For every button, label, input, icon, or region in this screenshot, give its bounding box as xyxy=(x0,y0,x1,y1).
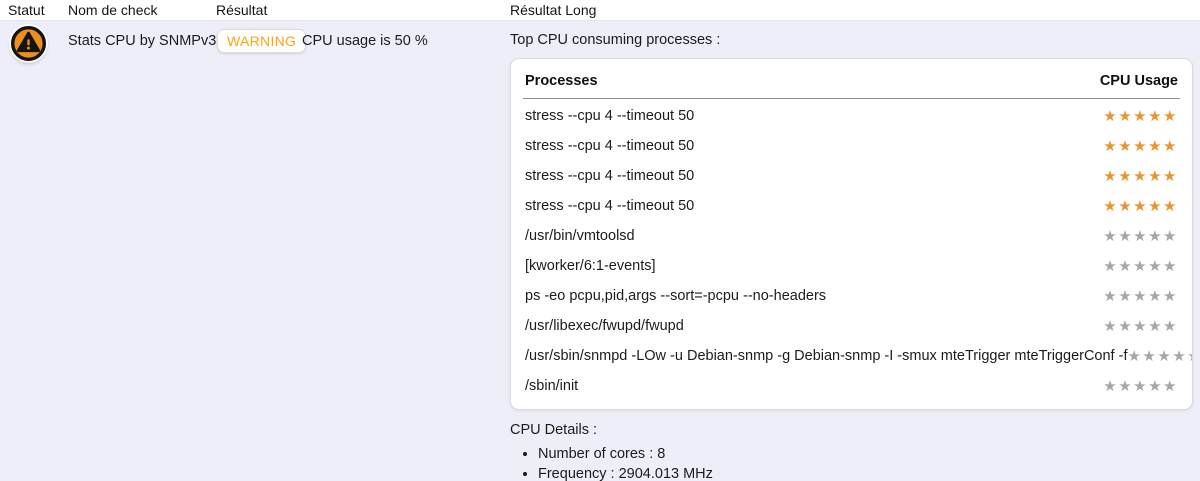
warning-status-icon xyxy=(11,26,46,61)
table-row: stress --cpu 4 --timeout 50 ★★★★★ xyxy=(511,131,1192,161)
check-result-text: CPU usage is 50 % xyxy=(302,33,428,49)
process-name: /usr/sbin/snmpd -LOw -u Debian-snmp -g D… xyxy=(525,348,1128,364)
cpu-details-title: CPU Details : xyxy=(510,422,598,438)
table-row: /usr/bin/vmtoolsd ★★★★★ xyxy=(511,221,1192,251)
process-table-card: Processes CPU Usage stress --cpu 4 --tim… xyxy=(510,58,1193,410)
cpu-usage-stars: ★★★★★ xyxy=(1103,318,1178,335)
cpu-details-frequency: Frequency : 2904.013 MHz xyxy=(538,464,1193,481)
cpu-usage-stars: ★★★★★ xyxy=(1103,288,1178,305)
cpu-usage-stars: ★★★★★ xyxy=(1103,198,1178,215)
cpu-details-list: Number of cores : 8 Frequency : 2904.013… xyxy=(510,444,1193,481)
process-name: stress --cpu 4 --timeout 50 xyxy=(525,168,695,184)
column-header-resultat-long: Résultat Long xyxy=(510,2,597,18)
process-name: stress --cpu 4 --timeout 50 xyxy=(525,138,695,154)
process-name: /sbin/init xyxy=(525,378,579,394)
cpu-usage-stars: ★★★★★ xyxy=(1127,348,1192,365)
table-row: /usr/sbin/snmpd -LOw -u Debian-snmp -g D… xyxy=(511,341,1192,371)
process-name: stress --cpu 4 --timeout 50 xyxy=(525,198,695,214)
check-name[interactable]: Stats CPU by SNMPv3 xyxy=(68,33,217,49)
status-badge: WARNING xyxy=(217,29,307,53)
cpu-details-section: CPU Details : Number of cores : 8 Freque… xyxy=(510,422,1193,481)
table-row: /sbin/init ★★★★★ xyxy=(511,371,1192,401)
cpu-usage-column-header: CPU Usage xyxy=(1099,73,1178,89)
cpu-usage-stars: ★★★★★ xyxy=(1103,378,1178,395)
column-header-statut: Statut xyxy=(8,2,45,18)
table-row: ps -eo pcpu,pid,args --sort=-pcpu --no-h… xyxy=(511,281,1192,311)
table-row: /usr/libexec/fwupd/fwupd ★★★★★ xyxy=(511,311,1192,341)
process-name: ps -eo pcpu,pid,args --sort=-pcpu --no-h… xyxy=(525,288,827,304)
table-row: [kworker/6:1-events] ★★★★★ xyxy=(511,251,1192,281)
cpu-usage-stars: ★★★★★ xyxy=(1103,258,1178,275)
table-row: stress --cpu 4 --timeout 50 ★★★★★ xyxy=(511,191,1192,221)
process-name: [kworker/6:1-events] xyxy=(525,258,656,274)
table-row: stress --cpu 4 --timeout 50 ★★★★★ xyxy=(511,101,1192,131)
long-output-intro: Top CPU consuming processes : xyxy=(510,32,721,48)
process-column-header: Processes xyxy=(525,73,598,89)
cpu-usage-stars: ★★★★★ xyxy=(1103,168,1178,185)
column-header-nom-de-check: Nom de check xyxy=(68,2,158,18)
cpu-usage-stars: ★★★★★ xyxy=(1103,108,1178,125)
column-header-bar: Statut Nom de check Résultat Résultat Lo… xyxy=(0,0,1200,21)
cpu-details-cores: Number of cores : 8 xyxy=(538,444,1193,464)
column-header-resultat: Résultat xyxy=(216,2,268,18)
cpu-usage-stars: ★★★★★ xyxy=(1103,228,1178,245)
process-table-body: stress --cpu 4 --timeout 50 ★★★★★ stress… xyxy=(511,99,1192,401)
process-table-header: Processes CPU Usage xyxy=(523,59,1180,99)
process-name: /usr/bin/vmtoolsd xyxy=(525,228,635,244)
cpu-usage-stars: ★★★★★ xyxy=(1103,138,1178,155)
process-name: /usr/libexec/fwupd/fwupd xyxy=(525,318,684,334)
table-row: stress --cpu 4 --timeout 50 ★★★★★ xyxy=(511,161,1192,191)
process-name: stress --cpu 4 --timeout 50 xyxy=(525,108,695,124)
